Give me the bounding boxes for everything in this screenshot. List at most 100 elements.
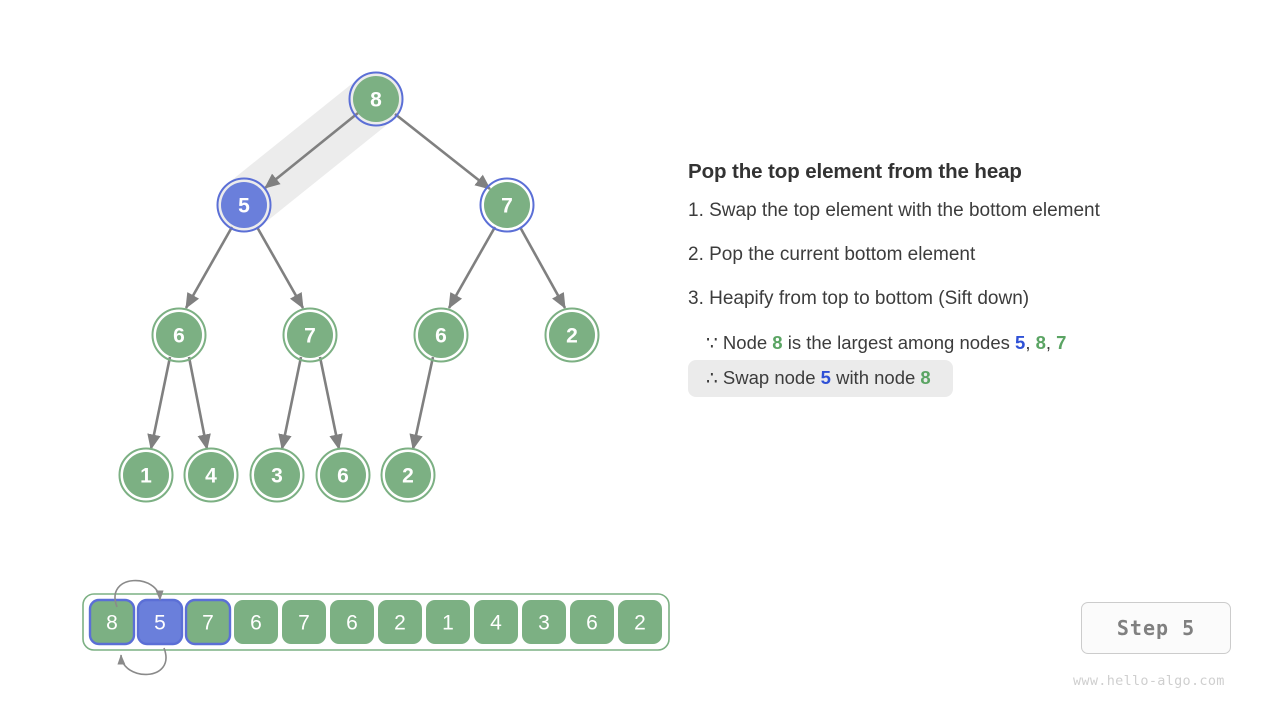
tree-node[interactable]: 5 [216,177,272,233]
swap-arrow-bottom [117,647,167,676]
array-cell-box [330,600,374,644]
array-cell-value: 7 [298,612,310,635]
array-cell-value: 6 [346,612,358,635]
array-cell-value: 3 [538,612,550,635]
array-cell-box [282,600,326,644]
tree-node[interactable]: 6 [151,307,207,363]
node-label: 6 [337,465,349,488]
reason-candidate-1: 5 [1015,332,1026,353]
node-ring [118,447,174,503]
node-circle [320,452,366,498]
array-cell-value: 4 [490,612,502,635]
array-cell[interactable]: 3 [522,600,566,644]
node-circle [123,452,169,498]
array-cell[interactable]: 7 [184,598,232,646]
node-label: 8 [370,89,382,112]
node-circle [484,182,530,228]
tree-node[interactable]: 7 [282,307,338,363]
array-cell-value: 2 [394,612,406,635]
step-item-1: 1. Swap the top element with the bottom … [688,200,1100,221]
node-ring [249,447,305,503]
tree-node[interactable]: 1 [118,447,174,503]
node-label: 2 [566,325,578,348]
array-cell-value: 7 [202,612,214,635]
tree-node[interactable]: 8 [348,71,404,127]
node-circle [156,312,202,358]
step-item-3: 3. Heapify from top to bottom (Sift down… [688,288,1030,309]
node-ring [282,307,338,363]
tree-node[interactable]: 2 [380,447,436,503]
because-symbol: ∵ [706,332,718,353]
edge-n1-n3 [184,226,234,309]
reason-candidate-3: 7 [1056,332,1067,353]
step-badge: Step 5 [1081,602,1231,654]
tree-node[interactable]: 3 [249,447,305,503]
edge-n3-n8 [187,356,211,451]
conclusion-from-value: 5 [820,367,831,388]
edge-n0-n2 [394,112,491,191]
step-item-2: 2. Pop the current bottom element [688,244,976,265]
node-circle [385,452,431,498]
array-cell[interactable]: 2 [378,600,422,644]
array-cell[interactable]: 4 [474,600,518,644]
array-cell-box [570,600,614,644]
node-circle [221,182,267,228]
node-circle [353,76,399,122]
array-cell-box [88,598,136,646]
array-cell[interactable]: 6 [234,600,278,644]
array-cell[interactable]: 6 [570,600,614,644]
node-label: 6 [435,325,447,348]
reason-sep-2: , [1045,332,1057,353]
explanation-panel: Pop the top element from the heap 1. Swa… [688,160,1248,401]
node-label: 7 [501,195,513,218]
node-ring [380,447,436,503]
reason-node-value: 8 [772,332,783,353]
edge-n2-n5 [447,226,497,309]
array-cell-box [184,598,232,646]
node-label: 6 [173,325,185,348]
conclusion-to-value: 8 [920,367,931,388]
edge-n1-n4 [255,226,305,309]
conclusion-prefix: Swap node [722,367,821,388]
array-cell[interactable]: 8 [88,598,136,646]
array-cell-box [522,600,566,644]
tree-node[interactable]: 2 [544,307,600,363]
node-ring [315,447,371,503]
array-cell-value: 6 [250,612,262,635]
node-label: 2 [402,465,414,488]
reason-sep-1: , [1025,332,1036,353]
node-ring [413,307,469,363]
reason-candidate-2: 8 [1035,332,1046,353]
tree-node[interactable]: 6 [413,307,469,363]
tree-edges [147,111,567,451]
array-cell[interactable]: 2 [618,600,662,644]
edge-n2-n6 [518,226,567,309]
array-cell-value: 1 [442,612,454,635]
array-container [82,593,670,651]
array-cell[interactable]: 6 [330,600,374,644]
page-title: Pop the top element from the heap [688,160,1022,183]
tree-node[interactable]: 6 [315,447,371,503]
edge-n4-n9 [278,356,303,451]
therefore-symbol: ∴ [706,367,718,388]
edge-n4-n10 [318,356,343,451]
array-cell[interactable]: 1 [426,600,470,644]
array-cell[interactable]: 5 [136,598,184,646]
conclusion-middle: with node [830,367,921,388]
node-ring [479,177,535,233]
node-circle [287,312,333,358]
tree-node[interactable]: 7 [479,177,535,233]
array-cell-value: 2 [634,612,646,635]
node-ring [348,71,404,127]
node-ring [183,447,239,503]
array-cell-box [378,600,422,644]
conclusion-line: ∴ Swap node 5 with node 8 [688,360,953,397]
array-cell[interactable]: 7 [282,600,326,644]
tree-nodes: 8 5 7 6 7 6 2 1 4 3 6 2 [118,71,600,503]
node-label: 4 [205,465,217,488]
swap-arrows [114,579,167,676]
edge-n5-n11 [409,356,435,451]
tree-node[interactable]: 4 [183,447,239,503]
array-cell-box [618,600,662,644]
